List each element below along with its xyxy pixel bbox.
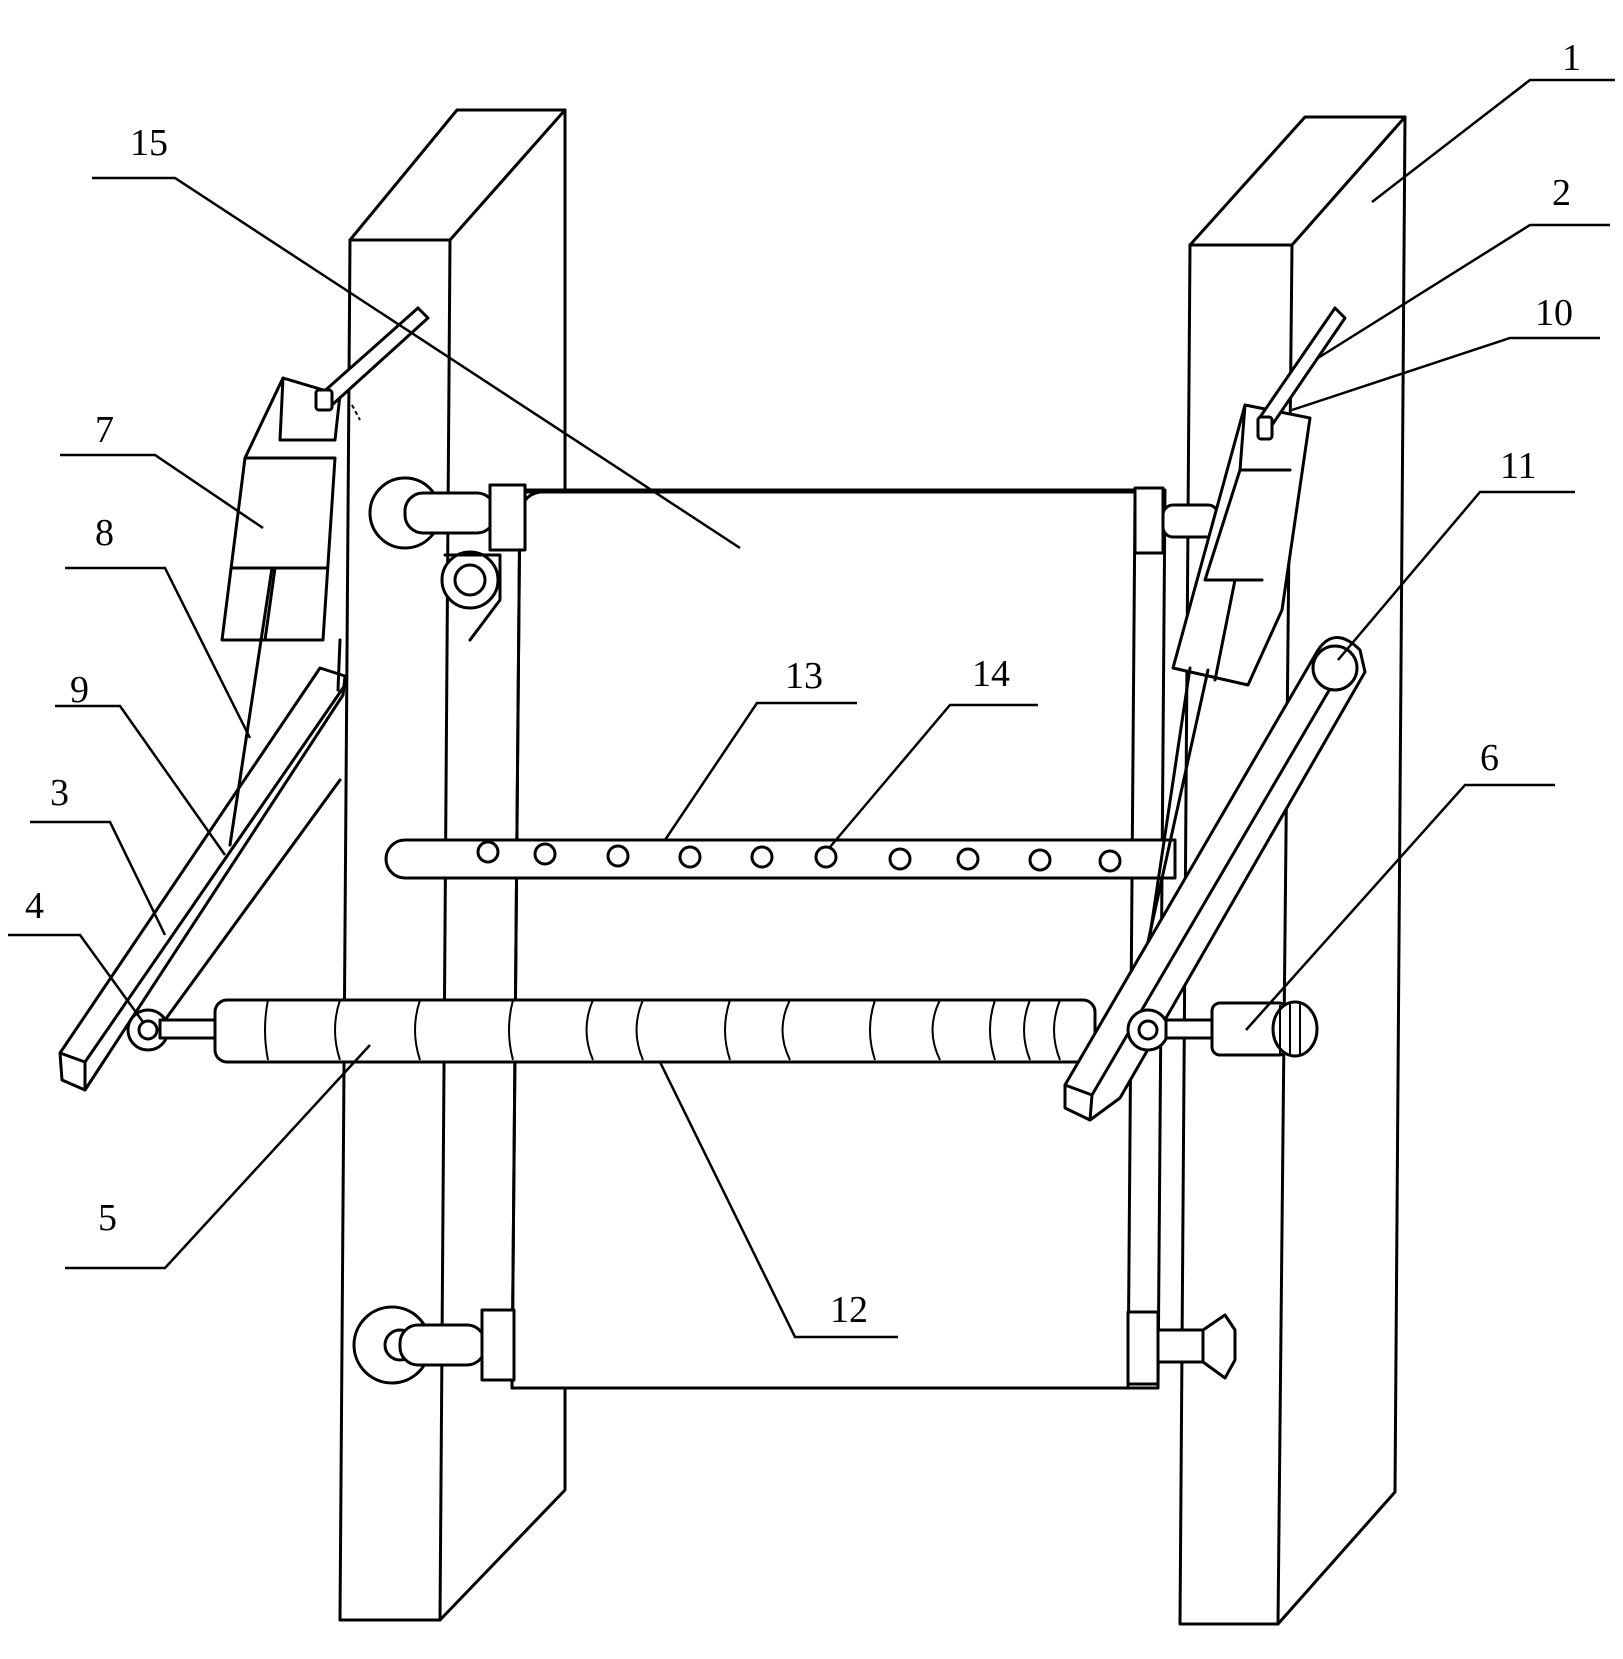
label-10: 10 <box>1535 292 1573 334</box>
nozzle <box>678 845 702 869</box>
winding-roller <box>158 998 1097 1064</box>
top-left-roller-bearing <box>368 476 527 642</box>
bottom-right-roller-bearing <box>1126 1310 1237 1386</box>
nozzle <box>956 847 980 871</box>
label-9: 9 <box>70 669 89 711</box>
right-motor <box>1126 1000 1319 1058</box>
leader-lines <box>8 78 1615 1339</box>
nozzle <box>476 840 500 864</box>
reference-numerals: 1 2 10 11 6 15 7 8 9 3 4 5 12 13 14 <box>25 37 1581 1331</box>
nozzle <box>1098 849 1122 873</box>
central-frame-sheet <box>493 488 1167 1390</box>
label-4: 4 <box>25 885 44 927</box>
nozzle <box>606 844 630 868</box>
label-12: 12 <box>830 1289 868 1331</box>
nozzle <box>888 847 912 871</box>
nozzle <box>1028 848 1052 872</box>
label-11: 11 <box>1500 445 1537 487</box>
nozzle-row <box>476 840 1122 873</box>
label-6: 6 <box>1480 737 1499 779</box>
right-cylinder <box>1146 306 1347 944</box>
label-14: 14 <box>972 653 1010 695</box>
label-1: 1 <box>1562 37 1581 79</box>
label-7: 7 <box>95 409 114 451</box>
label-2: 2 <box>1552 172 1571 214</box>
nozzle <box>814 845 838 869</box>
label-15: 15 <box>130 122 168 164</box>
label-5: 5 <box>98 1197 117 1239</box>
label-8: 8 <box>95 512 114 554</box>
roller-coil-lines <box>264 999 1061 1061</box>
label-13: 13 <box>785 655 823 697</box>
nozzle <box>750 845 774 869</box>
left-swing-arm <box>58 666 347 1092</box>
nozzle <box>533 842 557 866</box>
left-cylinder <box>220 306 430 847</box>
spray-pipe <box>384 838 1177 880</box>
right-swing-arm <box>1063 636 1367 1122</box>
top-right-roller-bearing <box>1133 486 1220 555</box>
bottom-left-roller-bearing <box>352 1305 516 1385</box>
label-3: 3 <box>50 772 69 814</box>
